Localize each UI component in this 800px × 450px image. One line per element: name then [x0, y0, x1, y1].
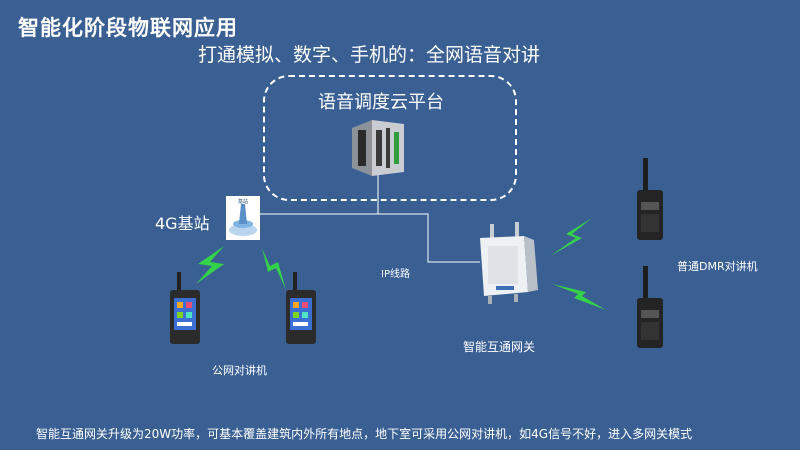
page-subtitle: 打通模拟、数字、手机的：全网语音对讲 — [198, 44, 541, 66]
base-station-icon-text: 基站 — [238, 198, 248, 205]
cloud-platform-label: 语音调度云平台 — [318, 92, 444, 113]
server-icon — [352, 120, 404, 176]
dmr-label: 普通DMR对讲机 — [677, 260, 758, 273]
base-station-label: 4G基站 — [155, 214, 210, 233]
footer-note: 智能互通网关升级为20W功率，可基本覆盖建筑内外所有地点，地下室可采用公网对讲机… — [36, 427, 693, 441]
line-server-to-station — [258, 172, 379, 215]
lightning-signal-icon — [196, 218, 606, 310]
smartphone-icon — [170, 272, 200, 344]
page-title: 智能化阶段物联网应用 — [18, 16, 238, 40]
base-station-icon — [226, 196, 260, 240]
public-phones-label: 公网对讲机 — [212, 364, 267, 377]
walkie-talkie-icon — [637, 266, 663, 348]
ip-link-label: IP线路 — [381, 269, 410, 280]
gateway-router-icon — [480, 222, 538, 304]
connection-lines — [258, 172, 480, 263]
cloud-platform-boundary — [263, 75, 517, 201]
line-server-to-gateway — [378, 213, 480, 263]
gateway-label: 智能互通网关 — [463, 340, 536, 354]
smartphone-icon — [286, 272, 316, 344]
walkie-talkie-icon — [637, 158, 663, 240]
